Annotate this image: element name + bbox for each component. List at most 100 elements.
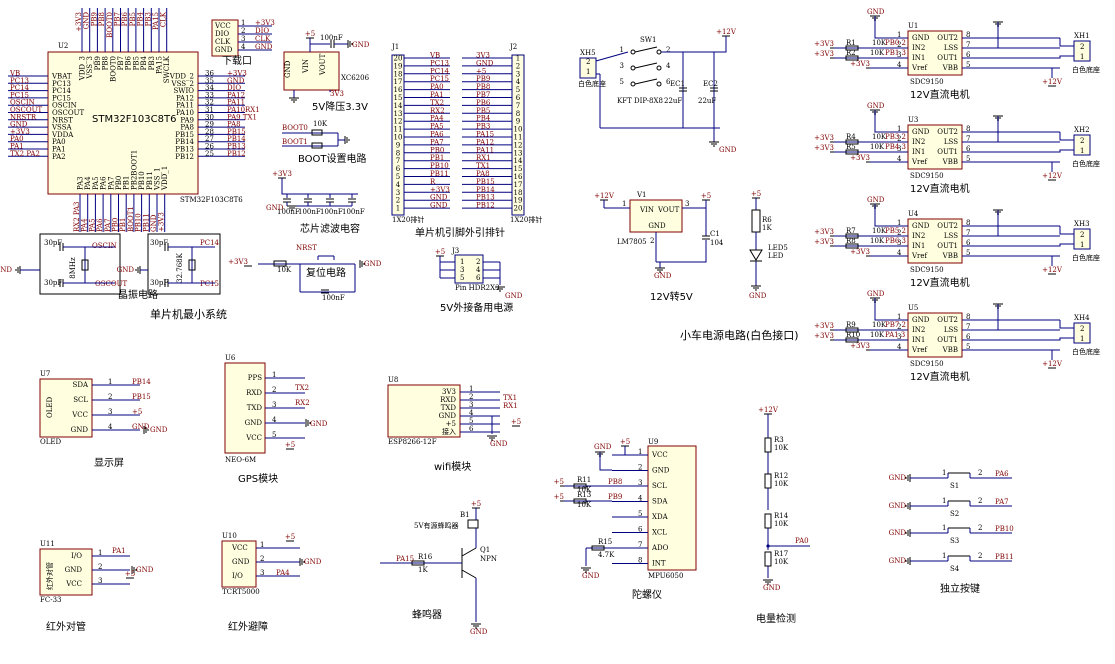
- irp-ref: U11: [40, 540, 55, 548]
- download-num: 1: [241, 19, 245, 27]
- mcu-bottom-net: PB1: [119, 218, 127, 232]
- mcu-right-net: PB14: [227, 135, 246, 143]
- power-symbol: +3V3: [814, 332, 838, 341]
- motor-pin: OUT1: [937, 148, 958, 156]
- header-num: 6: [396, 165, 401, 173]
- volt-net: PA0: [795, 537, 809, 545]
- mpu-net: PB8: [608, 478, 622, 486]
- mpu-gnd: GND: [594, 443, 612, 451]
- oled-net: GND: [132, 423, 150, 431]
- oled-part: OLED: [46, 397, 54, 418]
- header-net: PA12: [476, 138, 494, 146]
- motor-num: 2: [897, 323, 901, 331]
- bz-r: R16: [418, 553, 433, 561]
- volt-gnd: GND: [763, 584, 781, 592]
- resistor: [591, 545, 605, 551]
- header-net: PB8: [476, 83, 490, 91]
- power-symbol: +3V3: [814, 228, 838, 237]
- irp-pin: I/O: [71, 552, 82, 560]
- motor-pin: OUT2: [937, 316, 958, 324]
- mcu-right-pin: VSS_2: [171, 80, 194, 88]
- section-title: 12V直流电机: [910, 370, 970, 383]
- wire: [461, 569, 477, 579]
- mcu-right-num: 30: [205, 113, 214, 121]
- ground-symbol: [143, 426, 149, 434]
- download-num: 2: [241, 27, 245, 35]
- mcu-top-net: PB6: [121, 11, 129, 26]
- mcu-left-pin: PA2: [52, 153, 66, 161]
- motor-num: 1: [897, 125, 901, 133]
- header-net: PB4: [476, 115, 491, 123]
- motor-num: 5: [966, 343, 970, 351]
- conn-num: 1: [1080, 241, 1084, 249]
- mcu-top-net: PB9: [90, 12, 98, 26]
- header-num: 16: [394, 86, 403, 94]
- header-net: PA5: [430, 123, 444, 131]
- power-label: +3V3: [850, 154, 870, 162]
- decoupling-cap: 100nF: [298, 208, 321, 216]
- download-net: DIO: [255, 27, 269, 35]
- xh5-ref: XH5: [580, 49, 596, 57]
- irp-part: FC-33: [40, 596, 62, 604]
- mcu-top-pin: PB9: [94, 56, 102, 70]
- sw1-num: 3: [620, 62, 624, 70]
- wire: [661, 36, 727, 53]
- section-title: 单片机最小系统: [150, 307, 227, 321]
- mcu-bottom-pin: PB11: [146, 171, 154, 190]
- crystal-net: PC15: [200, 280, 219, 288]
- motor-pin: Vref: [911, 64, 929, 72]
- wifi-pin: RXD: [440, 396, 456, 404]
- mpu-num: 4: [638, 495, 643, 503]
- header-num: 12: [394, 118, 403, 126]
- motor-pin: IN1: [912, 336, 925, 344]
- oled-num: 3: [108, 408, 112, 416]
- mcu-right-net: PA10RX1: [227, 106, 260, 114]
- ec-gnd: GND: [719, 146, 737, 154]
- motor-part: SDC9150: [910, 78, 944, 86]
- mcu-bottom-net: PA6: [96, 218, 104, 232]
- volt-rv: 10K: [774, 444, 789, 452]
- section-title: 12V直流电机: [910, 182, 970, 195]
- motor-net: PA1 3: [885, 331, 905, 339]
- motor-rv: 10K: [870, 143, 885, 151]
- motor-pin: VBB: [942, 252, 958, 260]
- ira-pin: VCC: [231, 544, 248, 552]
- wifi-pin: TXD: [441, 404, 457, 412]
- conn-num: 2: [1080, 325, 1084, 333]
- mcu-top-pin: VSS_3: [86, 56, 94, 79]
- key-net: PA7: [995, 498, 1009, 506]
- header-num: 2: [516, 62, 520, 70]
- ldo-out: 3V3: [330, 90, 344, 98]
- conn-num: 2: [1080, 137, 1084, 145]
- motor-pin: VBB: [942, 158, 958, 166]
- mcu-left-net: GND: [10, 121, 28, 129]
- header-net: PB7: [476, 91, 490, 99]
- motor-pin: IN2: [912, 232, 925, 240]
- section-title: wifi模块: [434, 461, 471, 473]
- power-symbol: +5: [125, 570, 135, 579]
- gps-ref: U6: [225, 354, 236, 362]
- resistor: [845, 149, 859, 155]
- mcu-right-pin: PA9: [180, 116, 194, 124]
- power-label: +12V: [1042, 266, 1063, 274]
- section-title: 独立按键: [940, 582, 980, 595]
- mcu-top-pin: PB5: [132, 56, 140, 70]
- power-symbol: +3V3: [814, 322, 838, 331]
- download-pin: GND: [215, 46, 233, 54]
- crystal-x2: 32.768K: [176, 252, 184, 282]
- wifi-pin: 3V3: [442, 388, 456, 396]
- mpu-num: 2: [638, 464, 642, 472]
- power-symbol: +5: [285, 533, 295, 542]
- motor-body: [907, 218, 963, 264]
- motor-num: 6: [966, 51, 971, 59]
- volt-rv: 10K: [774, 520, 789, 528]
- gps-net: GND: [310, 420, 328, 428]
- mpu-num: 5: [638, 510, 642, 518]
- header-num: 18: [394, 70, 403, 78]
- resistor: [845, 243, 859, 249]
- wire: [1040, 243, 1074, 247]
- mcu-bottom-pin: VSS_1: [154, 168, 162, 191]
- decoupling-gnd: GND: [266, 204, 284, 212]
- wifi-body: [387, 384, 461, 438]
